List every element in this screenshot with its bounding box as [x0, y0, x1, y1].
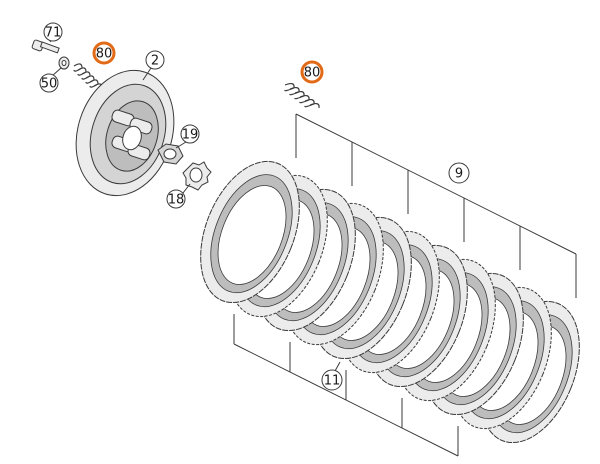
bracket-9: [295, 113, 577, 298]
spring-part-left: [73, 63, 103, 89]
callout-18-text: 18: [168, 193, 185, 208]
clutch-disc-stack: [200, 160, 580, 444]
spring-part-right: [284, 82, 320, 109]
callout-71-text: 71: [45, 26, 62, 41]
callout-11: 11: [321, 369, 343, 391]
callout-11-text: 11: [324, 374, 341, 389]
leader-2: [142, 67, 152, 81]
leader-18: [182, 183, 191, 194]
leader-lines: [49, 37, 341, 372]
callout-80-right-text: 80: [304, 66, 321, 81]
callout-80-right: 80: [300, 60, 324, 84]
clutch-disc: [200, 160, 300, 304]
washer-part: [58, 56, 70, 70]
pressure-plate-part: [75, 69, 175, 197]
lock-washer-part: [182, 161, 212, 191]
leader-19: [175, 141, 187, 149]
callout-9-text: 9: [455, 167, 463, 182]
callout-50-text: 50: [41, 77, 58, 92]
callout-2: 2: [145, 50, 165, 70]
callout-18: 18: [166, 189, 186, 209]
callout-80-left-text: 80: [96, 47, 113, 62]
callout-9: 9: [448, 162, 470, 184]
bracket-lines: [233, 113, 577, 457]
callout-2-text: 2: [151, 54, 159, 69]
bracket-11: [233, 314, 459, 457]
callout-71: 71: [43, 22, 63, 42]
callout-50: 50: [39, 73, 59, 93]
nut-part: [157, 143, 184, 165]
callout-80-left: 80: [92, 41, 116, 65]
leader-11: [334, 361, 341, 372]
bolt-part: [31, 39, 60, 54]
callout-19-text: 19: [182, 128, 199, 143]
callout-19: 19: [180, 124, 200, 144]
